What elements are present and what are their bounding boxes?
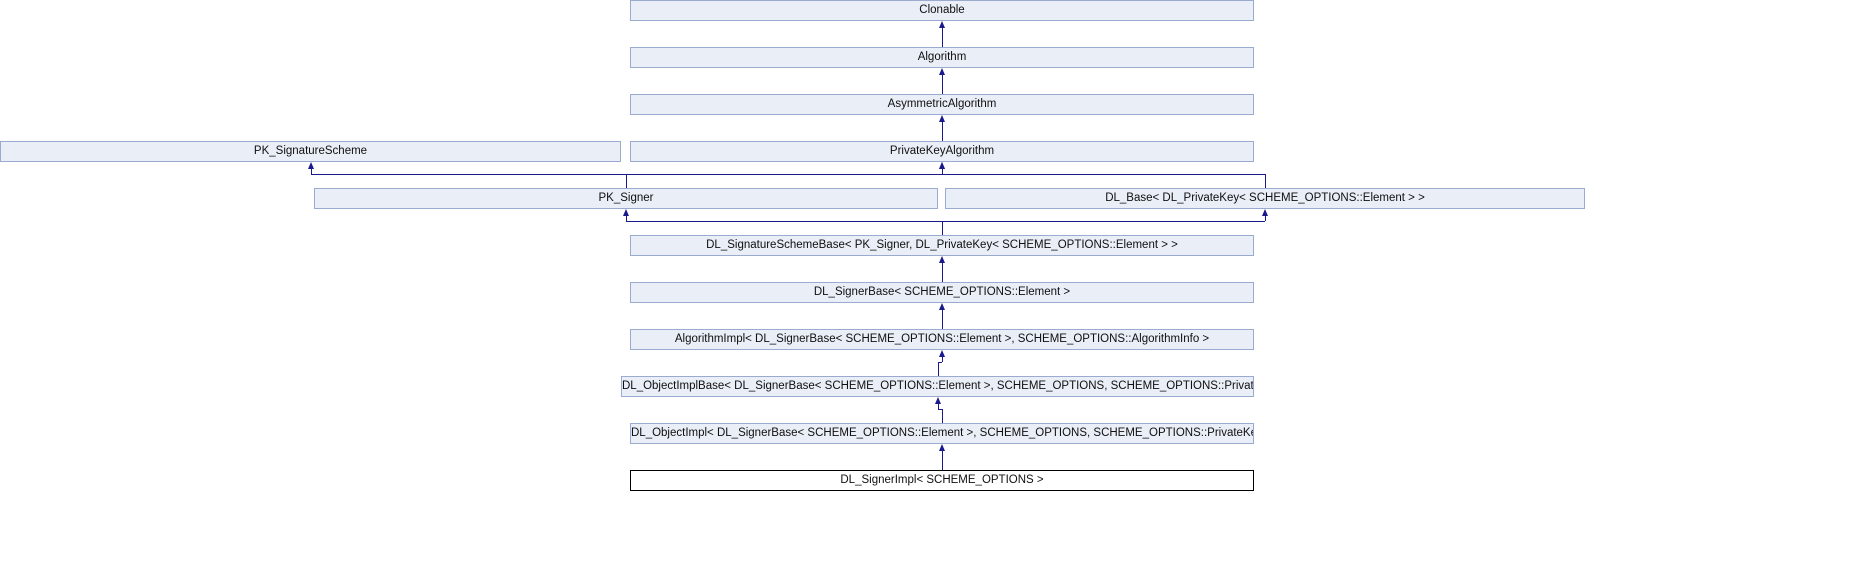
class-node-pk-signer[interactable]: PK_Signer	[314, 188, 938, 209]
inheritance-edge-segment	[311, 169, 312, 174]
inheritance-edge-segment	[626, 174, 627, 188]
inheritance-edge-segment	[626, 221, 942, 222]
class-node-dl-signer-impl[interactable]: DL_SignerImpl< SCHEME_OPTIONS >	[630, 470, 1254, 491]
inheritance-edge-segment	[942, 409, 943, 423]
inheritance-edge-segment	[938, 362, 939, 376]
inheritance-edge-segment	[942, 174, 1265, 175]
inheritance-edge-segment	[942, 310, 943, 329]
inheritance-arrowhead	[938, 115, 945, 122]
inheritance-edge-segment	[1265, 174, 1266, 188]
inheritance-arrowhead	[622, 209, 629, 216]
inheritance-edge-segment	[942, 451, 943, 470]
inheritance-edge-segment	[942, 122, 943, 141]
class-node-dl-signer-base[interactable]: DL_SignerBase< SCHEME_OPTIONS::Element >	[630, 282, 1254, 303]
class-node-clonable[interactable]: Clonable	[630, 0, 1254, 21]
inheritance-arrowhead	[938, 303, 945, 310]
inheritance-edge-segment	[942, 169, 943, 174]
inheritance-edge-segment	[942, 221, 943, 235]
inheritance-edge-segment	[942, 221, 1265, 222]
inheritance-arrowhead	[938, 68, 945, 75]
class-node-dl-object-impl[interactable]: DL_ObjectImpl< DL_SignerBase< SCHEME_OPT…	[630, 423, 1254, 444]
inheritance-arrowhead	[938, 256, 945, 263]
class-node-private-key-algorithm[interactable]: PrivateKeyAlgorithm	[630, 141, 1254, 162]
inheritance-edge-segment	[942, 75, 943, 94]
inheritance-edge-segment	[938, 362, 942, 363]
inheritance-edge-segment	[311, 174, 626, 175]
inheritance-arrowhead	[1261, 209, 1268, 216]
inheritance-edge-segment	[1265, 216, 1266, 221]
class-node-algorithm-impl[interactable]: AlgorithmImpl< DL_SignerBase< SCHEME_OPT…	[630, 329, 1254, 350]
inheritance-arrowhead	[934, 397, 941, 404]
inheritance-arrowhead	[938, 444, 945, 451]
inheritance-edge-segment	[942, 28, 943, 47]
inheritance-edge-segment	[942, 357, 943, 362]
class-node-algorithm[interactable]: Algorithm	[630, 47, 1254, 68]
inheritance-arrowhead	[938, 162, 945, 169]
inheritance-edge-segment	[938, 404, 939, 409]
class-node-dl-base[interactable]: DL_Base< DL_PrivateKey< SCHEME_OPTIONS::…	[945, 188, 1585, 209]
inheritance-arrowhead	[938, 21, 945, 28]
class-node-pk-signature-scheme[interactable]: PK_SignatureScheme	[0, 141, 621, 162]
inheritance-edge-segment	[626, 216, 627, 221]
class-node-asymmetric-algorithm[interactable]: AsymmetricAlgorithm	[630, 94, 1254, 115]
inheritance-edge-segment	[942, 263, 943, 282]
class-node-dl-object-impl-base[interactable]: DL_ObjectImplBase< DL_SignerBase< SCHEME…	[621, 376, 1254, 397]
inheritance-edge-segment	[938, 409, 942, 410]
class-node-dl-signature-scheme-base[interactable]: DL_SignatureSchemeBase< PK_Signer, DL_Pr…	[630, 235, 1254, 256]
inheritance-arrowhead	[938, 350, 945, 357]
inheritance-edge-segment	[626, 174, 942, 175]
inheritance-arrowhead	[307, 162, 314, 169]
